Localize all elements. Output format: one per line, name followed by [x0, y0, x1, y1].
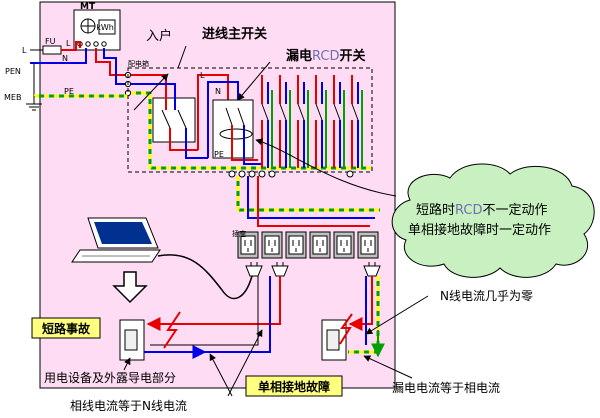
n-in-label: N [62, 54, 68, 63]
single-fault-label: 单相接地故障 [258, 379, 330, 394]
plug-icon [271, 262, 289, 277]
rcd-switch-label: 漏电RCD开关 [286, 48, 366, 64]
meter-icon: kWh [73, 9, 121, 51]
sockets-label: 插座 [232, 229, 246, 238]
meb-label: MEB [4, 93, 21, 102]
breaker-icon [315, 75, 327, 168]
svg-text:kWh: kWh [96, 23, 114, 32]
n-zero-label: N线电流几乎为零 [440, 289, 533, 303]
socket-icon [333, 231, 355, 259]
lightning-icon [339, 313, 353, 345]
socket-icon [261, 231, 283, 259]
pen-label: PEN [5, 67, 21, 76]
short-circuit-box [31, 317, 101, 339]
main-switch-label: 进线主开关 [202, 26, 267, 42]
l-in-label: L [22, 46, 27, 55]
cloud-line1: 短路时RCD不一定动作 [416, 202, 548, 218]
socket-icon [309, 231, 331, 259]
entry-label: 入户 [146, 28, 172, 44]
terminal [268, 170, 276, 178]
pe-left-label: PE [64, 87, 74, 96]
equipment-parts-label: 用电设备及外露导电部分 [44, 370, 176, 385]
rcd-note-cloud: 短路时RCD不一定动作 单相接地故障时一定动作 [391, 163, 595, 278]
socket-icon [357, 231, 379, 259]
fu-label: FU [45, 37, 56, 46]
socket-strip [237, 231, 379, 259]
dist-box-label: 配电箱 [128, 59, 149, 68]
terminal [258, 170, 266, 178]
single-fault-box [245, 375, 343, 397]
terminal [238, 170, 246, 178]
fuse-icon [42, 45, 62, 55]
socket-icon [237, 231, 259, 259]
ground-icon [26, 96, 42, 111]
meter-label: MT [80, 2, 96, 12]
breaker-icon [297, 75, 309, 168]
laptop-icon [71, 217, 161, 263]
l-mid-label: L [66, 39, 71, 48]
socket-icon [285, 231, 307, 259]
short-circuit-label: 短路事故 [42, 321, 91, 336]
terminal [248, 170, 256, 178]
leak-eq-phase-label: 漏电电流等于相电流 [392, 381, 500, 395]
pe-box-label: PE [214, 150, 224, 159]
lightning-icon [163, 311, 181, 349]
phase-eq-n-label: 相线电流等于N线电流 [70, 399, 187, 413]
down-arrow-icon [112, 271, 148, 304]
breaker-icon [333, 75, 345, 168]
terminal [228, 170, 236, 178]
breaker-icon [351, 75, 363, 168]
cloud-line2: 单相接地故障时一定动作 [408, 222, 551, 238]
terminal-row [228, 170, 354, 178]
l-box-label: L [200, 71, 205, 80]
n-box-label: N [215, 87, 221, 96]
terminal [346, 170, 354, 178]
plug-icon [363, 262, 381, 277]
